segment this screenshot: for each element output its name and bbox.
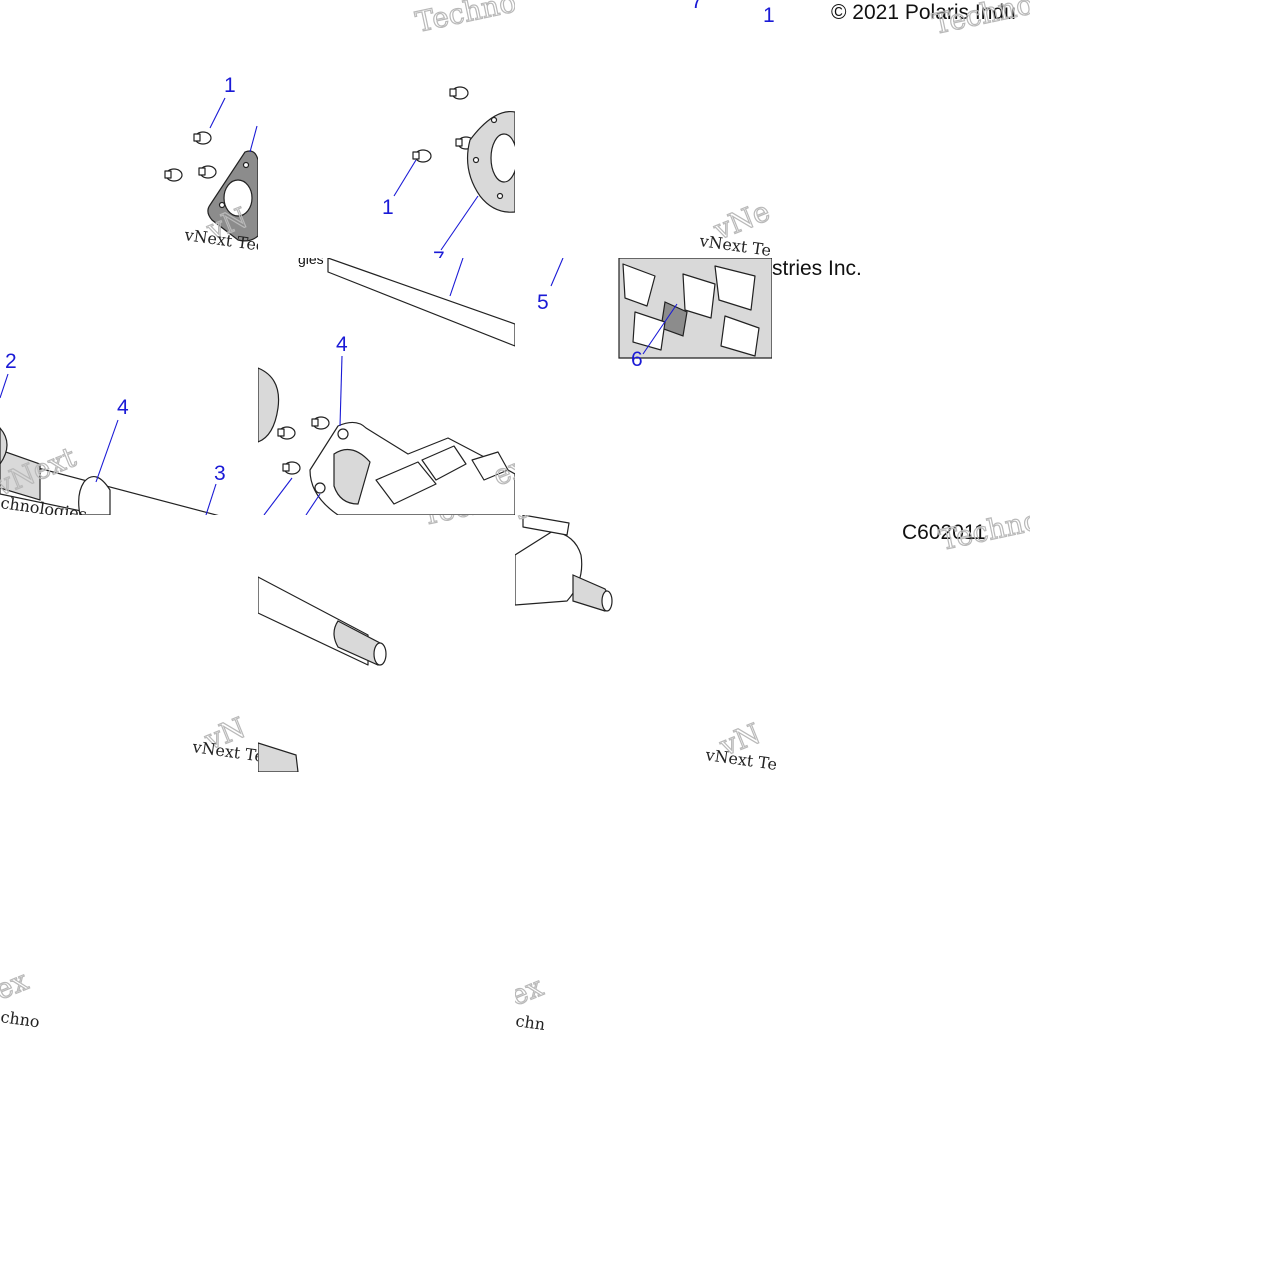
copyright-line-1: © 2021 Polaris Indu <box>831 1 1016 24</box>
gear-cluster <box>618 258 772 359</box>
watermark: Techno <box>418 515 515 532</box>
splined-end <box>0 449 41 501</box>
bolt <box>164 168 183 182</box>
watermark: Techno <box>412 0 515 39</box>
svg-text:Techno: Techno <box>937 503 1030 556</box>
watermark: Techno vNe vNext Te <box>697 0 1030 258</box>
callout-1a: 1 <box>224 74 236 97</box>
bolt <box>277 426 296 440</box>
housing-end <box>515 530 583 606</box>
shaft <box>327 258 515 347</box>
bolt-group <box>412 86 475 163</box>
svg-text:vNext Te: vNext Te <box>697 231 772 258</box>
svg-text:ex: ex <box>0 964 33 1007</box>
callout-1c: 1 <box>763 4 775 27</box>
tile-middle-left: 2 4 3 vNext chnologies <box>0 258 258 515</box>
flange-disc <box>258 367 280 443</box>
callout-4a: 4 <box>117 396 129 419</box>
tile-middle-center: gies <box>258 258 515 515</box>
callout-6: 6 <box>631 348 643 371</box>
callout-7a: 7 <box>433 248 445 258</box>
bolt <box>193 131 212 145</box>
svg-text:chn: chn <box>515 1011 546 1034</box>
copyright-line-2: stries Inc. <box>772 258 862 280</box>
callout-5: 5 <box>537 291 549 314</box>
housing-edge <box>0 427 8 466</box>
tile-top-middle: Techno <box>258 0 515 258</box>
svg-text:vNext Te: vNext Te <box>703 745 778 774</box>
tile-top-left: 1 vN vNext Tec <box>0 0 258 258</box>
watermark: vN vNext Te ex chn <box>515 716 778 1034</box>
bolt-group <box>164 131 217 182</box>
callout-3: 3 <box>214 462 226 485</box>
svg-text:ex: ex <box>515 970 548 1013</box>
tile-top-right: 7 1 © 2021 Polaris Indu Techno vNe vNext… <box>515 0 1030 258</box>
bushing <box>78 475 111 515</box>
drawing-id: C602011 <box>902 521 986 544</box>
callout-2: 2 <box>5 350 17 373</box>
tile-middle-right: 5 6 <box>515 258 772 515</box>
svg-text:Techno: Techno <box>419 515 515 532</box>
tile-right-column: stries Inc. C602011 Techno <box>772 258 1030 558</box>
watermark: vN vNext Te ex chno <box>0 710 258 1031</box>
tile-lower-mid: vN vNext Te ex chn <box>515 700 805 1040</box>
watermark-small: gies <box>298 258 324 267</box>
bolt <box>198 165 217 179</box>
bolt <box>311 416 330 430</box>
bolt <box>412 149 432 163</box>
tile-lower-left: vN vNext Te ex chno <box>0 700 258 1040</box>
clip-part <box>258 742 299 772</box>
callout-1b: 1 <box>382 196 394 219</box>
svg-text:chno: chno <box>0 1007 41 1031</box>
tile-lower-center: Techno <box>258 515 515 772</box>
bolt <box>282 461 301 475</box>
callout-4b: 4 <box>336 333 348 356</box>
svg-text:Techno: Techno <box>930 0 1030 41</box>
svg-text:Techno: Techno <box>413 0 515 39</box>
watermark: Techno <box>936 503 1030 558</box>
callout-7b: 7 <box>691 0 703 13</box>
bolt <box>449 86 469 100</box>
bolt-group <box>277 416 330 475</box>
